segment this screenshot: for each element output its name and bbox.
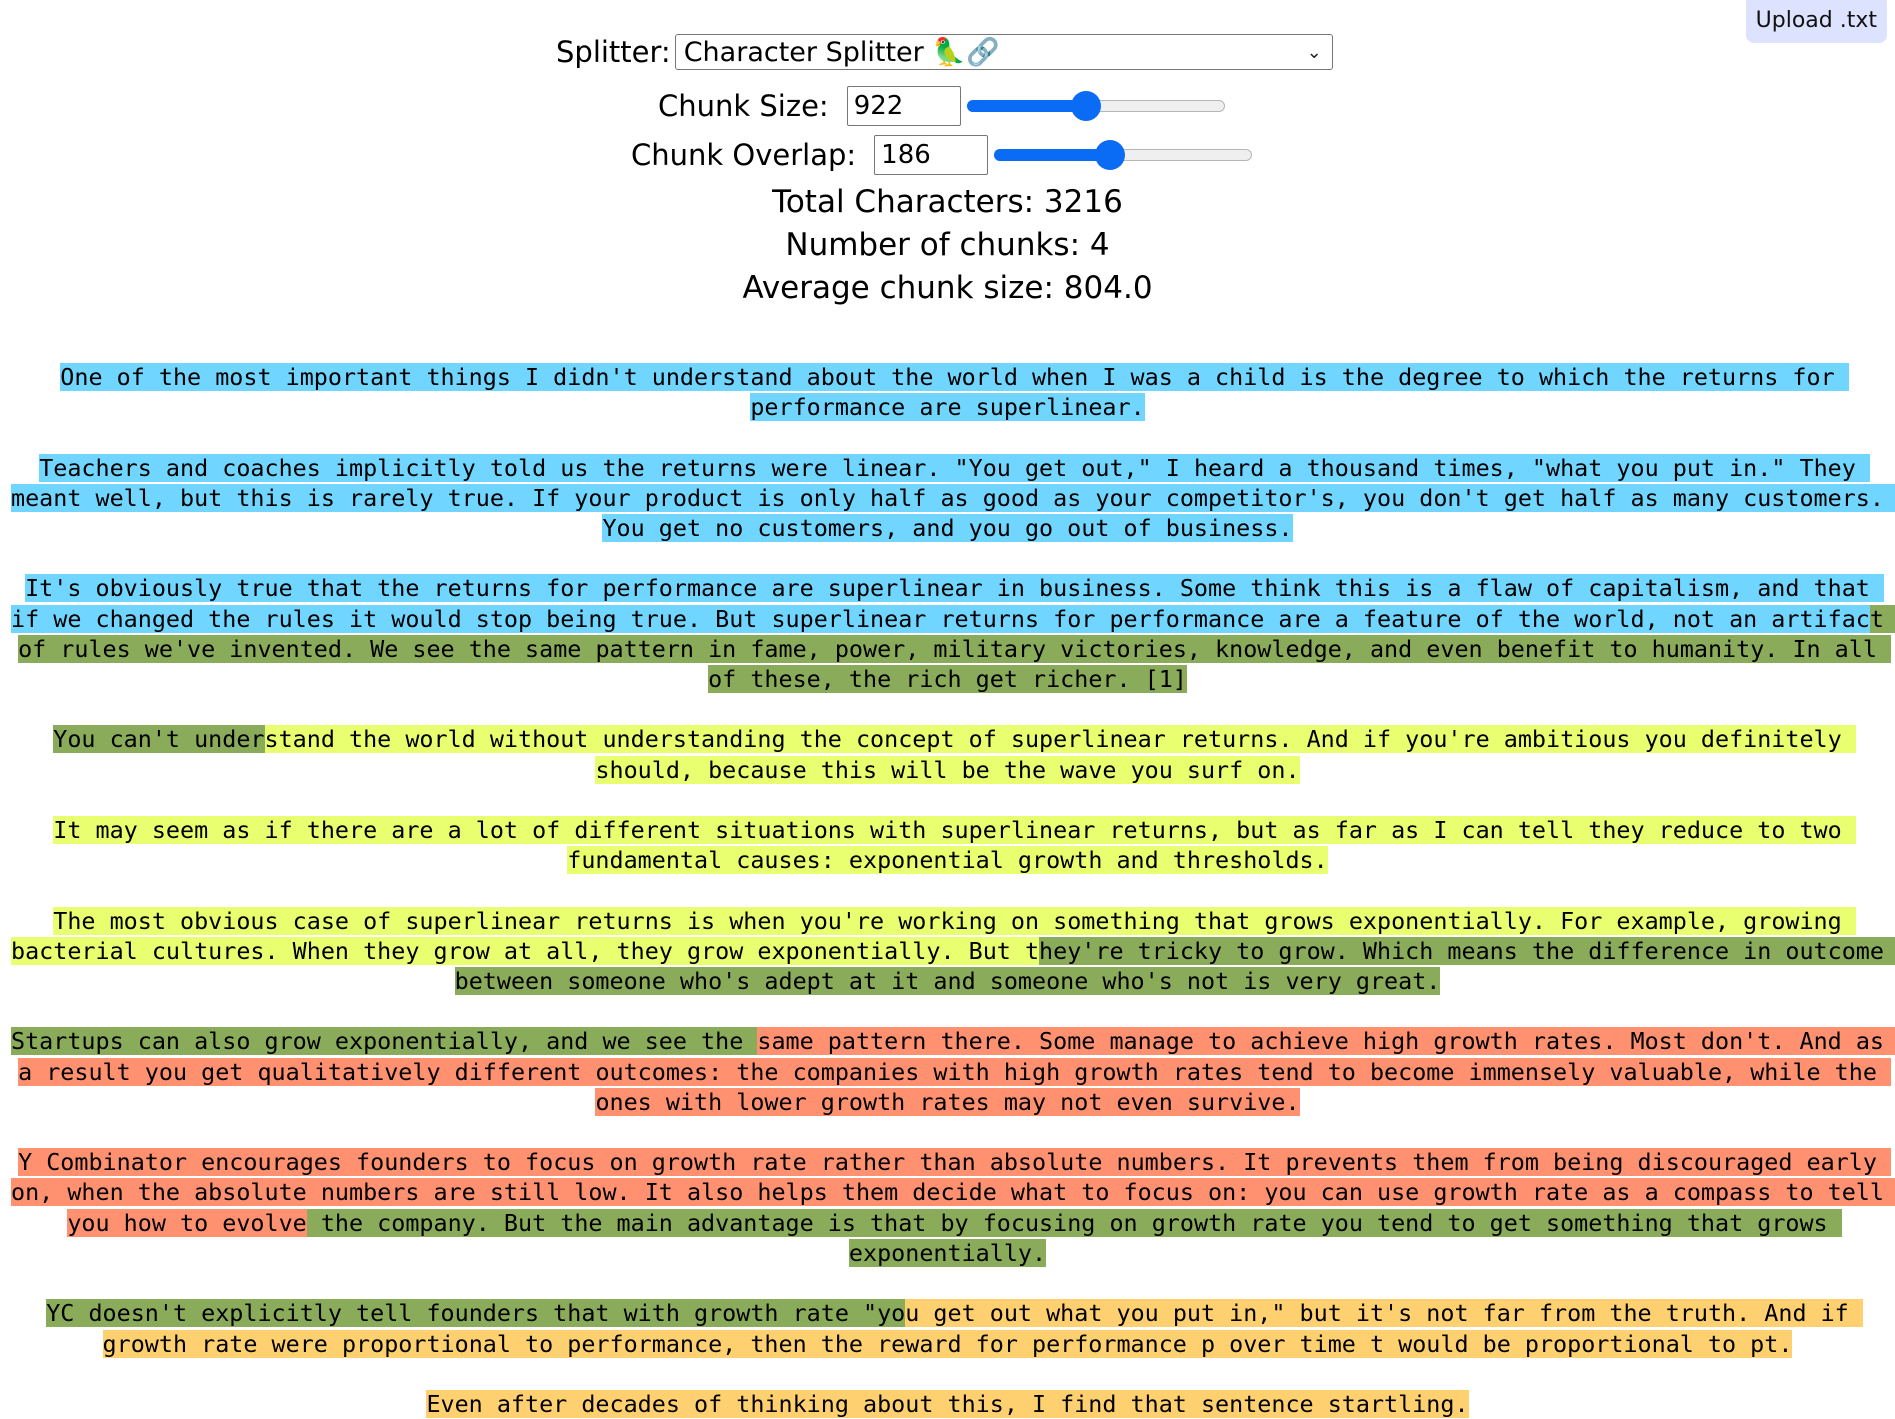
splitter-select[interactable]: Character Splitter 🦜🔗 ⌄ <box>674 34 1333 70</box>
slider-thumb[interactable] <box>1095 140 1126 170</box>
splitter-label: Splitter: <box>556 35 671 69</box>
chunked-text-output: One of the most important things I didn'… <box>6 362 1895 1419</box>
splitter-row: Splitter: Character Splitter 🦜🔗 ⌄ <box>556 34 1333 70</box>
chunk-size-label: Chunk Size: <box>658 89 829 123</box>
chevron-down-icon: ⌄ <box>1306 41 1322 63</box>
chunk-size-row: Chunk Size: 922 <box>658 86 1225 126</box>
slider-fill <box>994 149 1111 161</box>
slider-thumb[interactable] <box>1070 91 1101 121</box>
chunk-segment: stand the world without understanding th… <box>11 725 1856 965</box>
slider-fill <box>966 100 1086 112</box>
number-of-chunks: Number of chunks: 4 <box>785 227 1110 263</box>
chunk-size-input[interactable]: 922 <box>846 86 961 126</box>
chunk-size-slider[interactable] <box>966 91 1225 121</box>
splitter-selected-value: Character Splitter 🦜🔗 <box>683 37 1000 68</box>
chunk-overlap-slider[interactable] <box>994 140 1253 170</box>
chunk-overlap-label: Chunk Overlap: <box>631 138 857 172</box>
average-chunk-size: Average chunk size: 804.0 <box>742 270 1153 306</box>
total-characters: Total Characters: 3216 <box>772 184 1123 220</box>
chunk-segment: same pattern there. Some manage to achie… <box>11 1027 1895 1237</box>
chunk-overlap-input[interactable]: 186 <box>874 135 989 175</box>
upload-txt-button[interactable]: Upload .txt <box>1745 0 1887 43</box>
chunk-segment: One of the most important things I didn'… <box>11 363 1895 633</box>
chunk-overlap-row: Chunk Overlap: 186 <box>631 135 1253 175</box>
